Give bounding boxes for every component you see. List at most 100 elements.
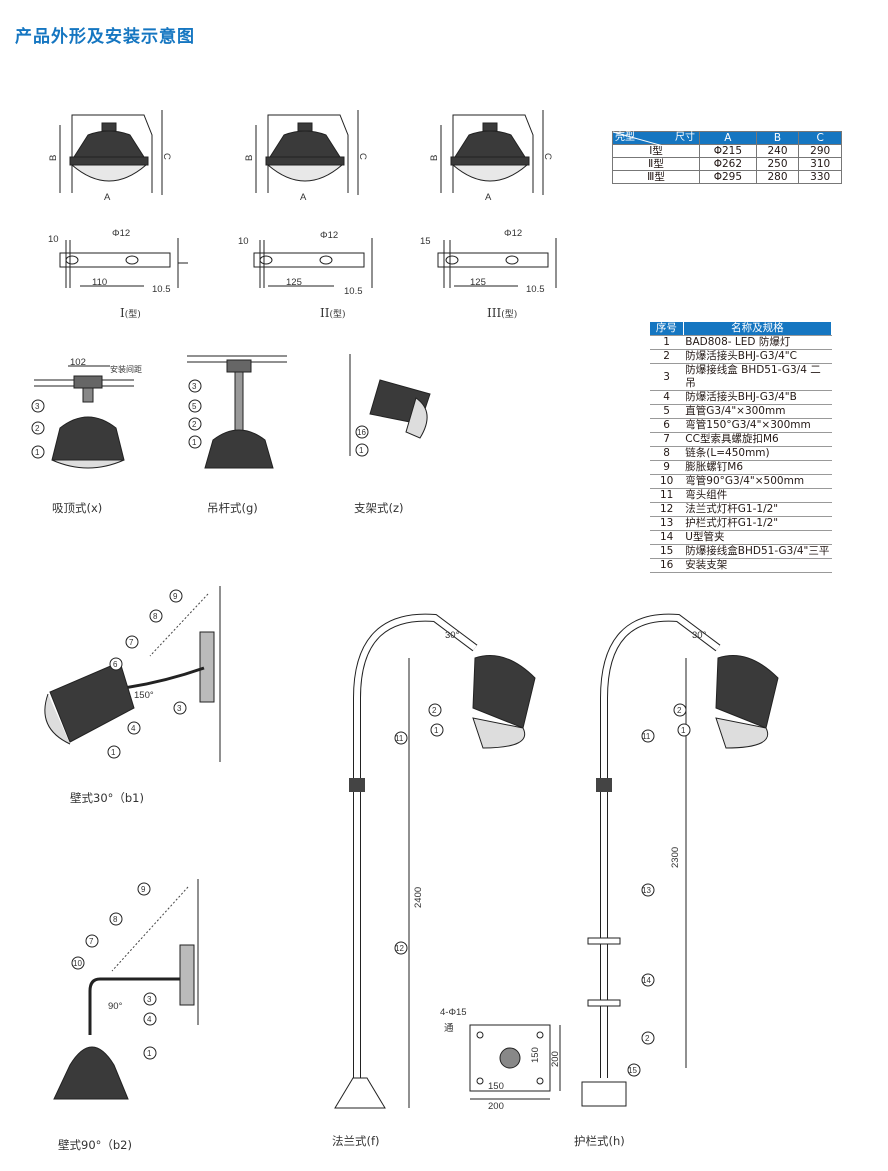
svg-text:1: 1 (192, 438, 197, 447)
svg-text:15: 15 (628, 1066, 637, 1075)
svg-text:2: 2 (432, 706, 437, 715)
part-name: 链条(L=450mm) (683, 446, 832, 461)
svg-text:1: 1 (111, 748, 116, 757)
svg-text:11: 11 (642, 732, 651, 741)
part-name: BAD808- LED 防爆灯 (683, 335, 832, 350)
svg-text:3: 3 (147, 995, 152, 1004)
shell-type-1-drawing: B C A (48, 110, 172, 203)
svg-text:2: 2 (35, 424, 40, 433)
svg-text:3: 3 (177, 704, 182, 713)
part-number: 6 (650, 418, 684, 433)
svg-text:200: 200 (550, 1051, 561, 1067)
part-number: 16 (650, 558, 684, 573)
svg-text:Φ12: Φ12 (112, 228, 130, 239)
svg-text:10.5: 10.5 (344, 286, 363, 297)
part-number: 15 (650, 544, 684, 559)
svg-text:9: 9 (173, 592, 178, 601)
svg-text:150°: 150° (134, 690, 154, 701)
svg-text:2: 2 (677, 706, 682, 715)
part-number: 13 (650, 516, 684, 531)
svg-text:90°: 90° (108, 1001, 123, 1012)
svg-text:7: 7 (129, 638, 134, 647)
col-c: C (798, 131, 842, 145)
wall90-mount-label: 壁式90°（b2) (58, 1138, 132, 1152)
ceiling-mount-drawing: 102 安装间距 321 (31, 357, 142, 469)
svg-text:1: 1 (359, 446, 364, 455)
part-number: 8 (650, 446, 684, 461)
svg-text:B: B (48, 155, 59, 161)
part-number: 7 (650, 432, 684, 447)
svg-text:1: 1 (35, 448, 40, 457)
bracket-mount-label: 支架式(z) (354, 501, 404, 515)
part-number: 4 (650, 390, 684, 405)
svg-text:13: 13 (642, 886, 651, 895)
svg-text:15: 15 (420, 236, 431, 247)
svg-text:A: A (485, 192, 492, 203)
svg-text:1: 1 (147, 1049, 152, 1058)
svg-text:2: 2 (645, 1034, 650, 1043)
svg-text:A: A (104, 192, 111, 203)
svg-text:2400: 2400 (413, 887, 424, 908)
svg-text:11: 11 (395, 734, 404, 743)
part-name: 直管G3/4"×300mm (683, 404, 832, 419)
svg-text:Φ12: Φ12 (504, 228, 522, 239)
col-b: B (755, 131, 800, 145)
part-name: 防爆活接头BHJ-G3/4"B (683, 390, 832, 405)
svg-text:安装间距: 安装间距 (110, 364, 142, 374)
svg-text:16: 16 (357, 428, 366, 437)
part-name: 防爆活接头BHJ-G3/4"C (683, 349, 832, 364)
svg-text:12: 12 (395, 944, 404, 953)
svg-text:Φ12: Φ12 (320, 230, 338, 241)
svg-text:150: 150 (488, 1081, 504, 1092)
svg-text:2: 2 (192, 420, 197, 429)
shell-type-3-label: III(型) (487, 306, 518, 320)
svg-text:30°: 30° (692, 630, 707, 641)
part-name: 护栏式灯杆G1-1/2" (683, 516, 832, 531)
svg-text:1: 1 (681, 726, 686, 735)
svg-text:4-Φ15: 4-Φ15 (440, 1007, 467, 1018)
svg-text:C: C (542, 153, 553, 160)
part-number: 5 (650, 404, 684, 419)
size-table-corner: 尺寸 壳型 (612, 131, 700, 157)
part-number: 3 (650, 363, 684, 391)
part-name: U型管夹 (683, 530, 832, 545)
part-number: 11 (650, 488, 684, 503)
svg-text:6: 6 (113, 660, 118, 669)
part-number: 1 (650, 335, 684, 350)
part-number: 14 (650, 530, 684, 545)
svg-text:通: 通 (444, 1023, 454, 1034)
part-number: 2 (650, 349, 684, 364)
bracket-dim-2: 10 Φ12 125 10.5 (238, 230, 373, 297)
part-number: 9 (650, 460, 684, 475)
svg-text:10: 10 (238, 236, 249, 247)
parts-col-name: 名称及规格 (683, 322, 833, 336)
wall30-mount-label: 壁式30°（b1) (70, 791, 144, 805)
part-number: 10 (650, 474, 684, 489)
svg-text:14: 14 (642, 976, 651, 985)
svg-text:B: B (429, 155, 440, 161)
part-name: 法兰式灯杆G1-1/2" (683, 502, 832, 517)
svg-text:4: 4 (131, 724, 136, 733)
part-name: CC型索具螺旋扣M6 (683, 432, 832, 447)
bracket-dim-3: 15 Φ12 125 10.5 (420, 228, 557, 295)
part-name: 弯头组件 (683, 488, 832, 503)
svg-text:8: 8 (153, 612, 158, 621)
svg-text:1: 1 (434, 726, 439, 735)
flange-mount-label: 法兰式(f) (332, 1134, 380, 1148)
part-number: 12 (650, 502, 684, 517)
rail-mount-label: 护栏式(h) (574, 1134, 625, 1148)
